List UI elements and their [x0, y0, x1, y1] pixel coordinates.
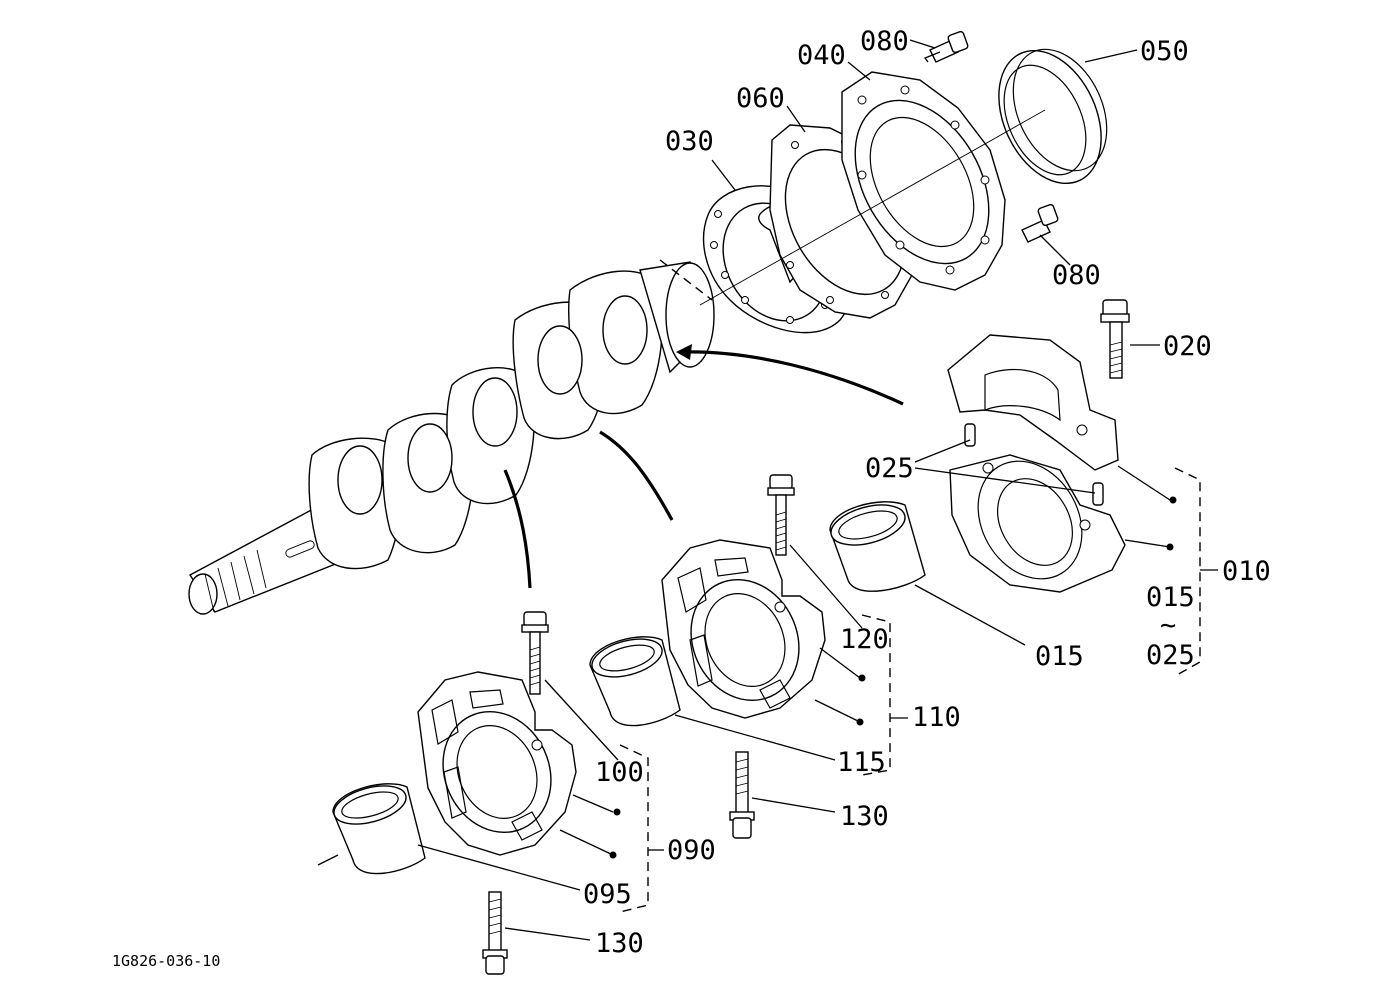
callout-025-range: 025 — [1146, 640, 1195, 671]
part-130-bolt-bottom — [482, 891, 508, 975]
callout-080-right: 080 — [1052, 260, 1101, 291]
callout-040: 040 — [797, 40, 846, 71]
callout-050: 050 — [1140, 36, 1189, 67]
part-040-seal-housing — [841, 71, 1006, 291]
part-020-bolt — [1100, 299, 1130, 379]
part-050-oil-seal — [998, 48, 1108, 185]
callout-090: 090 — [667, 835, 716, 866]
part-115-bearing — [589, 636, 681, 727]
callout-080-top: 080 — [860, 26, 909, 57]
part-015-bearing — [829, 501, 926, 592]
callout-060: 060 — [736, 83, 785, 114]
callout-010: 010 — [1222, 556, 1271, 587]
callout-130-mid: 130 — [840, 801, 889, 832]
part-080-bolt-top — [923, 30, 969, 63]
leader-lines — [317, 39, 1171, 941]
part-110-bearing-case — [661, 539, 826, 719]
part-090-bearing-case — [417, 671, 577, 856]
part-100-bolt — [521, 611, 549, 695]
drawing-code: 1G826-036-10 — [112, 952, 220, 970]
group-brackets — [619, 467, 1218, 913]
callout-130-bottom: 130 — [595, 928, 644, 959]
callout-015: 015 — [1035, 641, 1084, 672]
axis-line — [699, 109, 1046, 306]
assembly-arrows — [503, 344, 904, 589]
callout-030: 030 — [665, 126, 714, 157]
group-dots — [609, 496, 1177, 859]
part-095-bearing — [332, 783, 426, 875]
callout-025: 025 — [865, 453, 914, 484]
part-120-bolt — [767, 474, 795, 556]
callout-020: 020 — [1163, 331, 1212, 362]
part-080-bolt-right — [1021, 203, 1059, 243]
callout-015-range: 015 — [1146, 582, 1195, 613]
callout-100: 100 — [595, 757, 644, 788]
part-010-bearing-case — [947, 334, 1126, 593]
callout-120: 120 — [840, 624, 889, 655]
callout-095: 095 — [583, 879, 632, 910]
callout-110: 110 — [912, 702, 961, 733]
part-130-bolt-mid — [729, 751, 755, 839]
crankshaft — [188, 259, 715, 615]
callout-115: 115 — [837, 747, 886, 778]
callout-range-separator: ~ — [1160, 610, 1176, 641]
